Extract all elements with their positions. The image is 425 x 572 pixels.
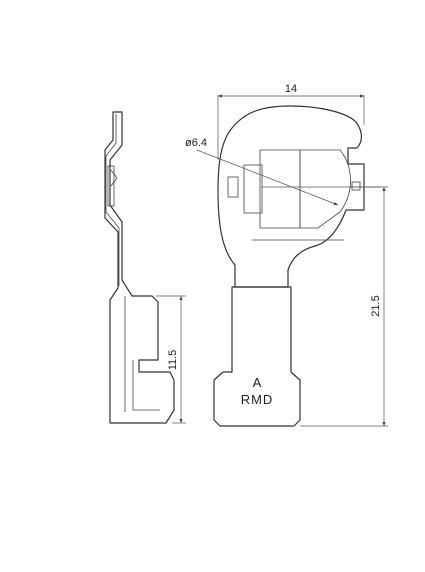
- front-view-blade: [213, 286, 301, 427]
- front-view-hole: [259, 149, 351, 229]
- side-view-dimple: [110, 169, 118, 187]
- front-view-square-mark: [351, 181, 361, 191]
- hole-leader-line: [196, 149, 339, 206]
- marking-letter: A: [253, 375, 262, 390]
- side-view-outline: [104, 111, 175, 424]
- front-view-small-window: [227, 176, 239, 198]
- front-view-left-window: [243, 164, 263, 214]
- height-dimension: 21.5: [300, 186, 388, 427]
- side-height-label: 11.5: [167, 350, 179, 371]
- side-height-dimension: 11.5: [156, 295, 186, 424]
- front-view: ø6.4 A RMD: [185, 105, 380, 427]
- side-view-inner-contour: [105, 114, 160, 412]
- width-dimension: 14: [217, 83, 365, 160]
- side-view-lance: [107, 165, 115, 207]
- front-view-body: [217, 105, 365, 288]
- marking-brand: RMD: [241, 392, 274, 407]
- side-view: [104, 111, 175, 424]
- width-label: 14: [285, 83, 297, 95]
- height-label: 21.5: [370, 295, 382, 316]
- hole-diameter-label: ø6.4: [185, 137, 207, 149]
